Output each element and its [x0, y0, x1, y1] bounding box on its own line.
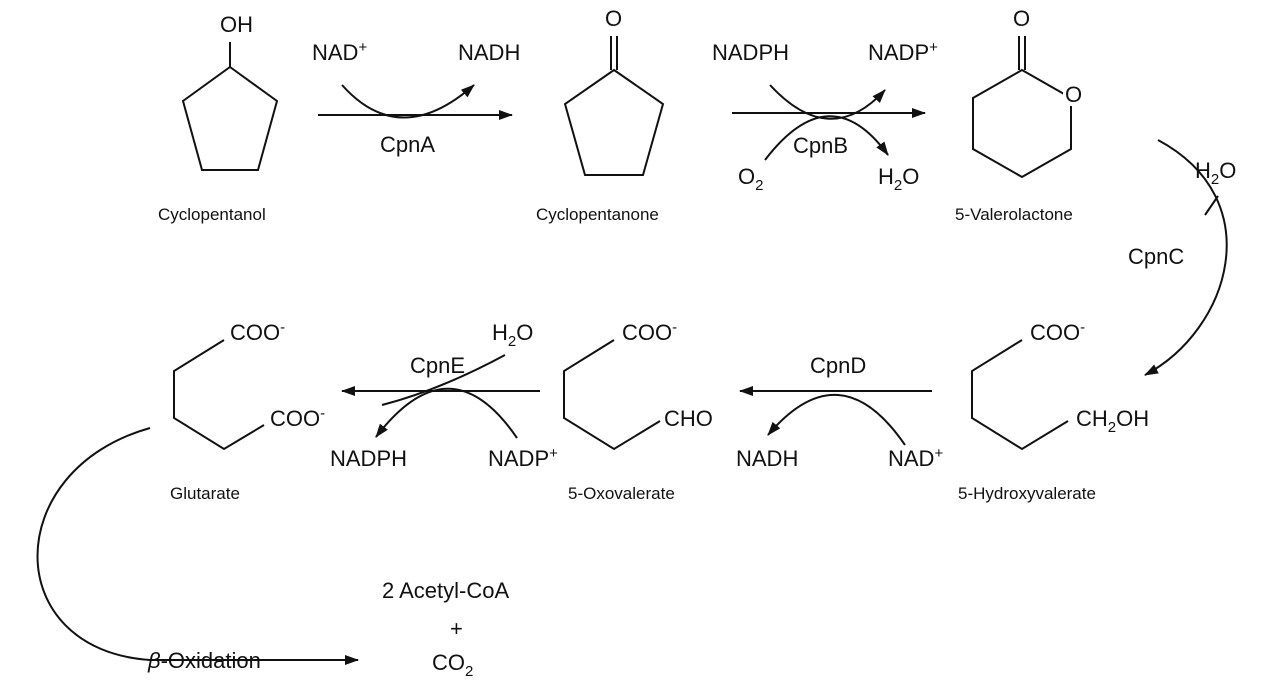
acetyl-coa-label: 2 Acetyl-CoA — [382, 578, 510, 603]
cyclopentanol-oh-label: OH — [218, 12, 255, 37]
cpnE-nadp-plus: NADP+ — [488, 445, 558, 471]
cyclopentanone-ring — [563, 68, 665, 176]
cpnB-h2o: H2O — [878, 164, 920, 194]
glutarate-carboxylate-top: COO- — [230, 319, 286, 345]
products-plus: + — [450, 616, 463, 641]
beta-oxidation-label: β-Oxidation — [148, 648, 261, 673]
oxovalerate-aldehyde: CHO — [664, 406, 713, 431]
cpnD-nadh: NADH — [736, 446, 799, 471]
valerolactone-name: 5-Valerolactone — [955, 205, 1073, 224]
oxovalerate-chain — [563, 339, 661, 451]
cpnA-nad-plus: NAD+ — [312, 39, 368, 65]
hydroxyvalerate-chain — [971, 339, 1069, 451]
cpnD-enzyme-label: CpnD — [810, 353, 867, 378]
cpnE-enzyme-label: CpnE — [410, 353, 466, 378]
cpnC-h2o: H2O — [1195, 158, 1237, 188]
cpnB-o2: O2 — [738, 164, 764, 194]
hydroxyvalerate-carboxylate: COO- — [1030, 319, 1086, 345]
cyclopentanone-name: Cyclopentanone — [536, 205, 659, 224]
glutarate-carboxylate-bottom: COO- — [270, 405, 326, 431]
beta-symbol: β — [148, 648, 161, 673]
cpnA-enzyme-label: CpnA — [380, 132, 436, 157]
cpnB-nadp-plus: NADP+ — [868, 39, 938, 65]
oxovalerate-name: 5-Oxovalerate — [568, 484, 675, 503]
cpnB-nadph: NADPH — [712, 40, 790, 65]
cpnC-arrow — [1144, 139, 1228, 376]
cpnD-cofactor-arc — [767, 393, 906, 446]
cpnB-nadph-arc — [769, 84, 886, 120]
cyclopentanone-oxygen: O — [603, 6, 625, 31]
beta-oxidation-arrow — [36, 427, 359, 665]
cpnC-enzyme-label: CpnC — [1128, 244, 1185, 269]
cpnB-enzyme-label: CpnB — [793, 133, 849, 158]
cpnE-nadph: NADPH — [330, 446, 408, 471]
valerolactone-carbonyl-oxygen: O — [1011, 6, 1033, 31]
co2-label: CO2 — [432, 650, 474, 680]
oxovalerate-carboxylate: COO- — [622, 319, 678, 345]
cpnE-nadph-arc — [375, 387, 518, 439]
cpnA-nadh: NADH — [458, 40, 521, 65]
cpnD-nad-plus: NAD+ — [888, 445, 944, 471]
hydroxyvalerate-ch2oh: CH2OH — [1076, 406, 1150, 436]
cpnB-o2-arc — [764, 115, 889, 161]
valerolactone-ring — [972, 68, 1072, 179]
cpnC-water-tick — [1204, 195, 1219, 216]
valerolactone-ring-oxygen: O — [1063, 82, 1085, 107]
cyclopentanol-ring — [181, 65, 279, 171]
cpnE-h2o: H2O — [492, 320, 534, 350]
hydroxyvalerate-name: 5-Hydroxyvalerate — [958, 484, 1096, 503]
cyclopentanol-name: Cyclopentanol — [158, 205, 266, 224]
glutarate-chain — [173, 339, 265, 451]
cpnA-cofactor-arc — [341, 84, 475, 119]
cpnE-water-arc — [381, 354, 506, 406]
glutarate-name: Glutarate — [170, 484, 240, 503]
